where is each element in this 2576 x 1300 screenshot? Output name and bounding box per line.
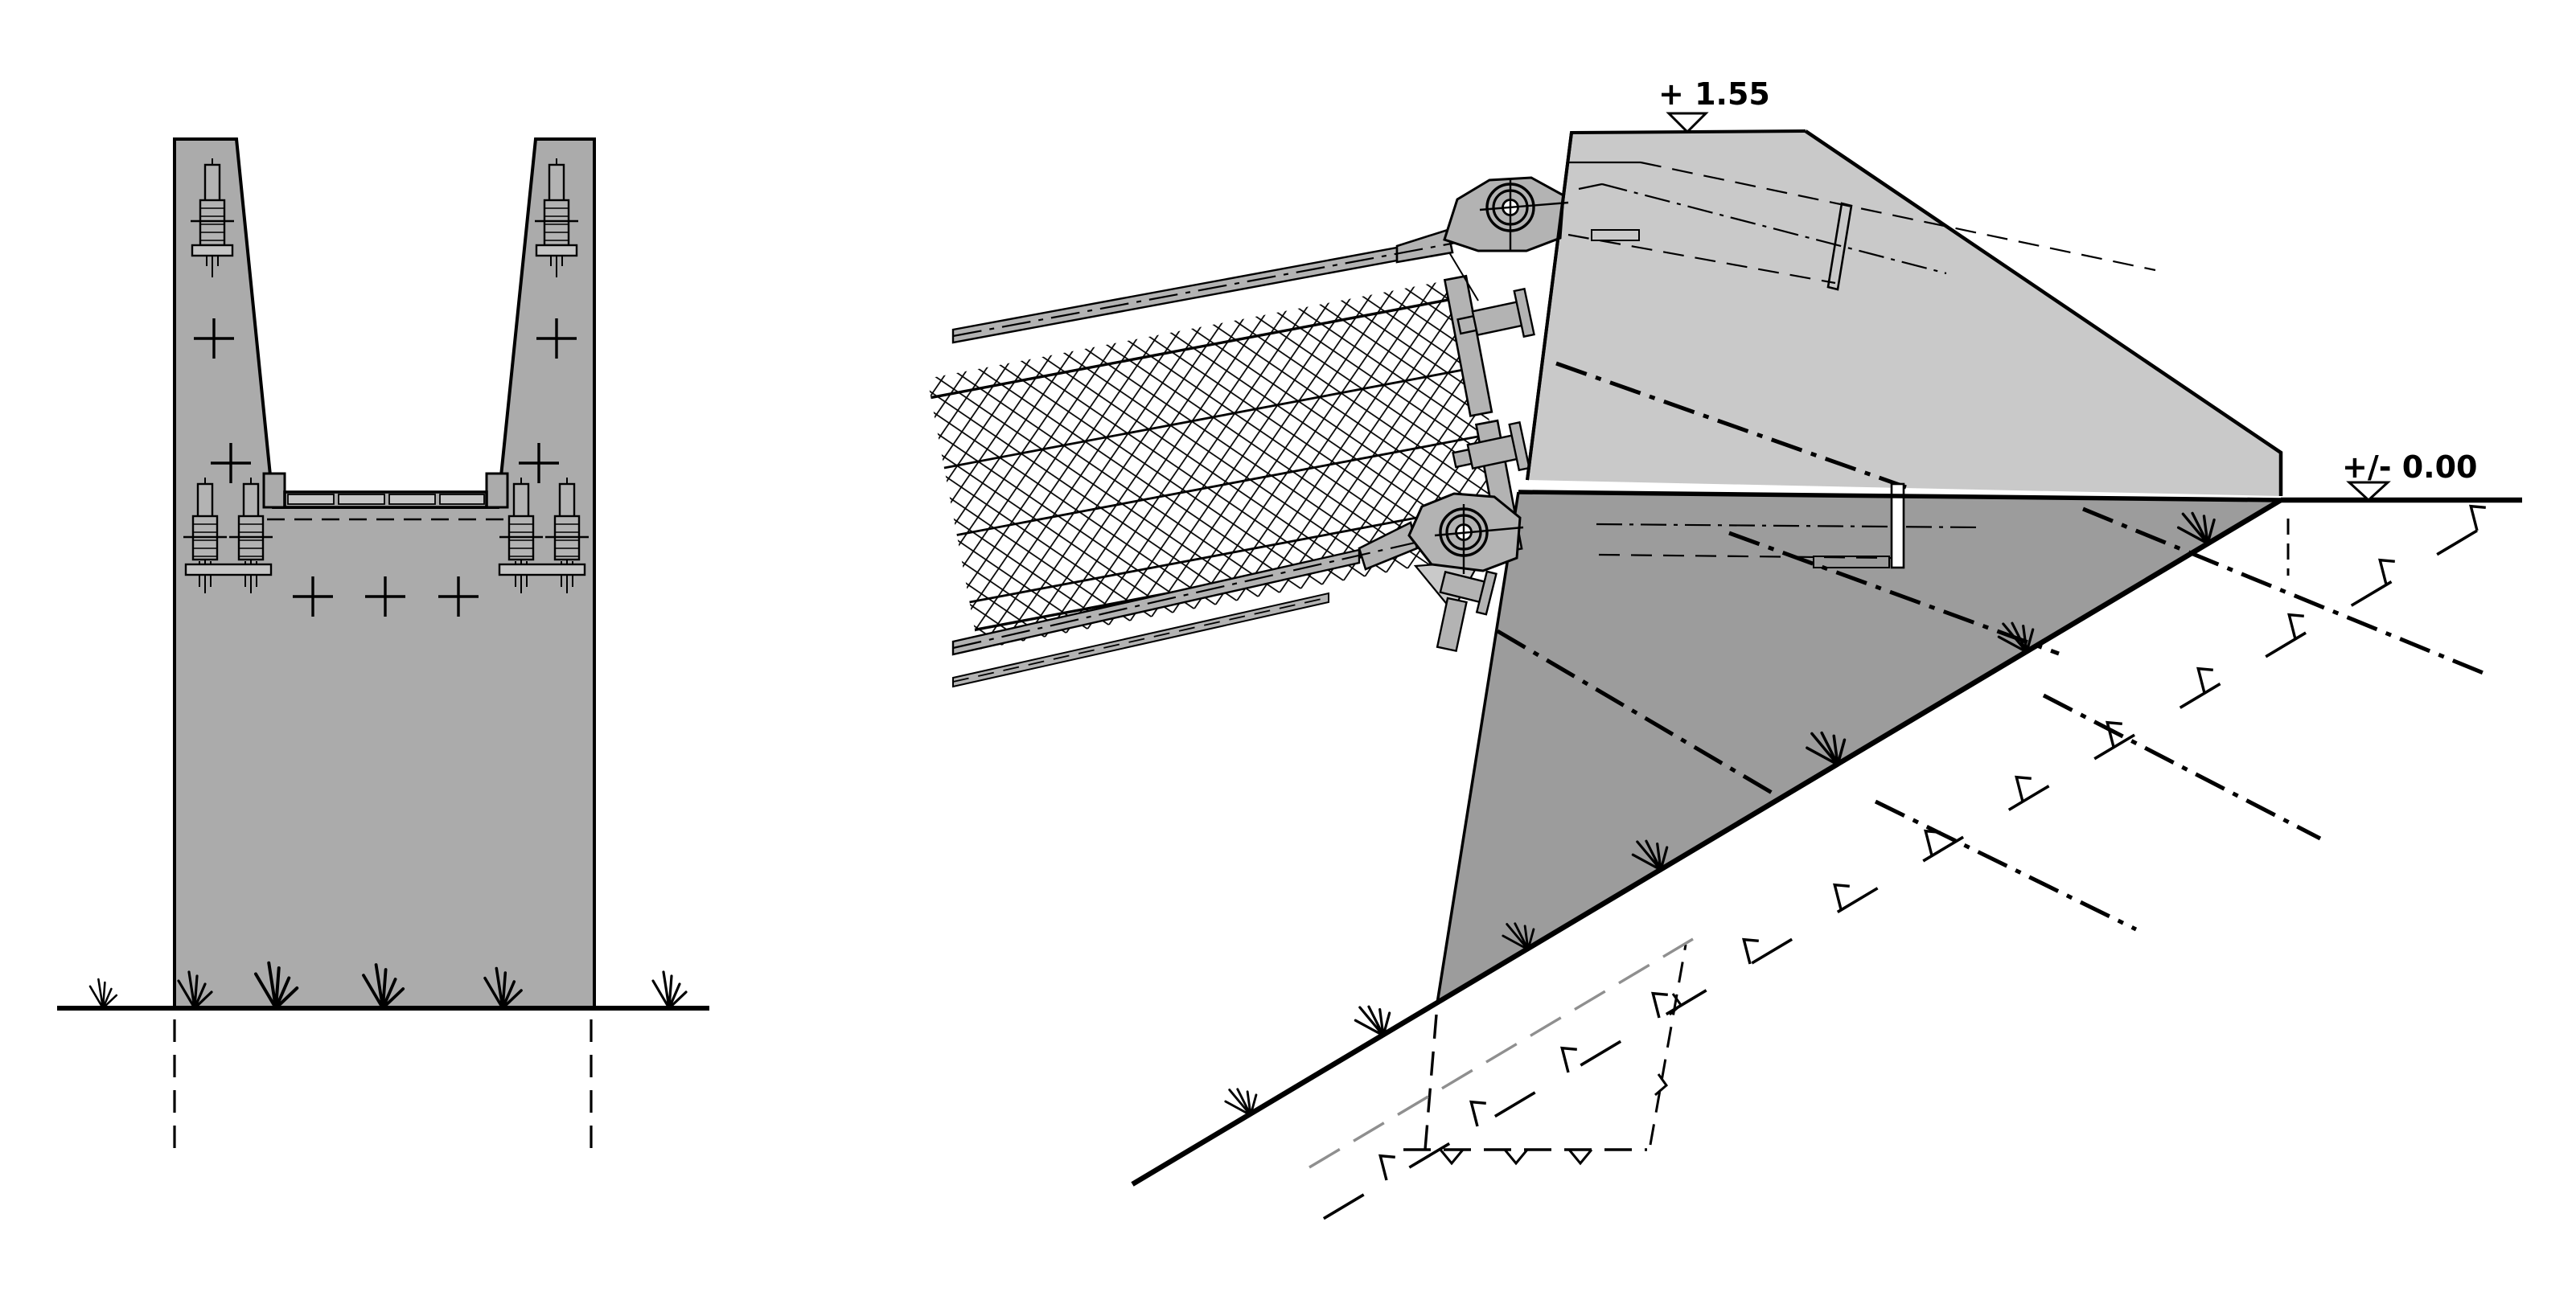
- elevation-marker-crest: + 1.55: [1658, 76, 1770, 134]
- tendon-line-upper: [1555, 361, 1907, 490]
- batten-stub: [1436, 597, 1468, 653]
- cable-socket-upper: [1395, 228, 1454, 264]
- cable-socket-lower: [1358, 521, 1419, 571]
- tendon-line-mid: [1728, 531, 2060, 656]
- elevation-marker-ground: +/- 0.00: [2342, 449, 2477, 502]
- slope-line: [1131, 498, 2282, 1187]
- eyebolt-lower: [1407, 492, 1524, 574]
- stay-cable-upper: [951, 228, 1456, 344]
- notch-base-beam: [283, 490, 488, 509]
- rod-coupler-upper: [1591, 229, 1640, 241]
- stay-cable-lower: [951, 521, 1440, 656]
- anchor-rod-lower: [1596, 482, 1981, 569]
- notch-base-beam-segments: [287, 494, 485, 505]
- block-face-line: [1526, 132, 1573, 481]
- bearing-plate-upper: [1826, 202, 1853, 291]
- tendon-line-right: [2082, 506, 2486, 676]
- notch-corner-block-right: [485, 472, 509, 509]
- front-elevation-view: [57, 137, 709, 1156]
- bearing-plate-lower: [1890, 482, 1905, 569]
- rock-axis-dashdot-upper: [2042, 693, 2322, 841]
- level-triangle-icon-crest: [1666, 112, 1709, 134]
- elevation-label-crest: + 1.55: [1658, 76, 1770, 112]
- ground-plane-line: [1518, 490, 2282, 502]
- anchor-rod-upper: [1567, 161, 2156, 291]
- original-ground-ghost-line: [1309, 937, 1694, 1169]
- eyebolt-upper: [1443, 176, 1569, 301]
- notch-corner-block-left: [262, 472, 286, 509]
- section-view: + 1.55 +/- 0.00: [926, 76, 2522, 1247]
- buried-foundation-left-edge: [1436, 491, 1520, 1004]
- level-triangle-icon-ground: [2346, 481, 2391, 502]
- embankment-slope-edge: [1804, 129, 2283, 496]
- secondary-rope: [952, 592, 1329, 688]
- mesh-edge-batten-upper: [1443, 274, 1493, 417]
- tendon-line-low: [1496, 629, 1779, 798]
- mesh-anchor-bottom: [1439, 570, 1498, 616]
- excavation-pit-outline: [1403, 519, 2290, 1166]
- elevation-label-ground: +/- 0.00: [2342, 449, 2477, 485]
- rock-axis-dashdot-lower: [1874, 799, 2138, 932]
- anchor-bolt-group-mid-right: [498, 476, 590, 595]
- anchor-bolt-group-mid-left: [182, 476, 274, 595]
- buried-outline-dashes: [173, 1019, 593, 1156]
- rock-excavation-line: [1278, 498, 2496, 1247]
- embankment-block: [1527, 131, 2281, 496]
